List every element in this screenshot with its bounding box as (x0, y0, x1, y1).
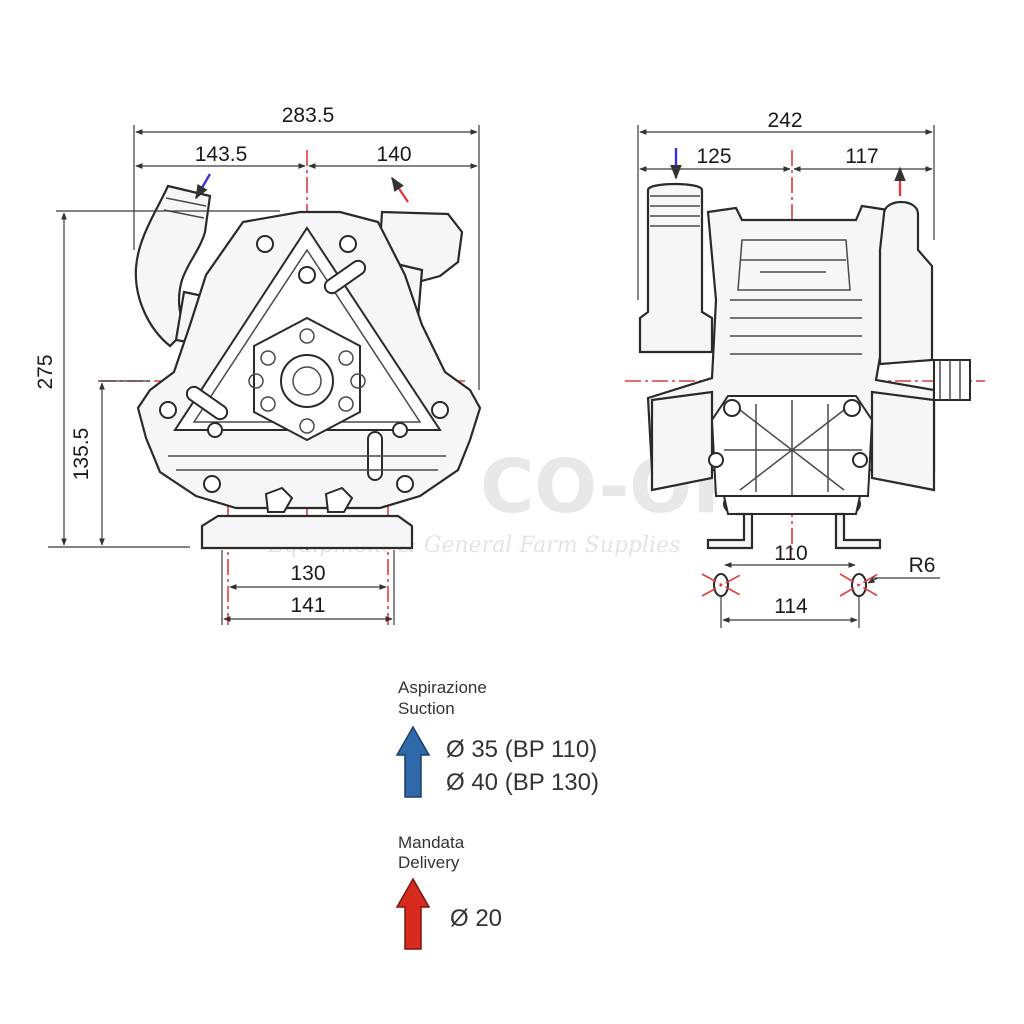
side-cover-bolt-tr (843, 399, 861, 417)
shaft-bore-inner (292, 366, 322, 396)
lower-band (168, 455, 446, 471)
dim-front-base-inner: 130 (290, 562, 325, 585)
side-delivery-column (878, 201, 934, 366)
side-left-head (650, 390, 714, 492)
legend-suction-label-it: Aspirazione (398, 678, 487, 697)
dim-front-right-width: 140 (376, 143, 411, 166)
front-suction-marker (194, 173, 212, 200)
front-delivery-marker (391, 176, 409, 203)
side-cover-lattice (724, 400, 862, 496)
side-lower-band (722, 495, 862, 515)
bolt-holes (248, 328, 366, 434)
dim-side-slot-radius: R6 (909, 554, 936, 577)
side-cover-bolt-tl (723, 399, 741, 417)
dim-front-overall-height: 275 (34, 354, 57, 389)
side-suction-ribs (650, 195, 700, 227)
side-foot-right (834, 512, 882, 550)
base-nut-left (264, 486, 294, 513)
dim-front-left-width: 143.5 (195, 143, 248, 166)
valve-bar-left (185, 385, 229, 421)
side-housing-fins (730, 299, 862, 355)
suction-arrow-icon (395, 725, 431, 798)
delivery-arrow-icon (395, 877, 431, 950)
shaft-bore (280, 354, 334, 408)
legend-suction-size-1: Ø 35 (BP 110) (446, 736, 597, 763)
corner-bolts (159, 235, 449, 493)
legend: Aspirazione Suction Ø 35 (BP 110) Ø 40 (… (395, 678, 599, 950)
side-suction-pipe (638, 182, 714, 354)
legend-suction-size-2: Ø 40 (BP 130) (446, 769, 599, 796)
dim-side-right-width: 117 (845, 145, 878, 168)
dim-side-overall-width: 242 (767, 109, 802, 132)
side-delivery-outlet (933, 359, 971, 401)
side-housing-details (740, 259, 846, 273)
side-view: 242 125 117 110 114 R6 (625, 109, 985, 628)
slot-left-cross-2 (701, 573, 743, 597)
side-housing-upper-panel (737, 239, 851, 291)
base-nut-right (324, 486, 354, 513)
legend-suction-label-en: Suction (398, 699, 455, 718)
suction-elbow (134, 184, 212, 348)
legend-delivery-label-it: Mandata (398, 833, 465, 852)
dim-side-hole-inner: 110 (774, 542, 807, 565)
valve-bar-top (323, 259, 367, 295)
dim-front-overall-width: 283.5 (282, 104, 335, 127)
dim-side-hole-outer: 114 (774, 595, 808, 618)
front-dimensions (48, 125, 480, 625)
base-plate (200, 514, 414, 550)
legend-delivery-label-en: Delivery (398, 853, 460, 872)
side-cover-bolt-ml (708, 452, 724, 468)
side-foot-left (706, 512, 754, 550)
dim-front-axis-height: 135.5 (70, 428, 93, 481)
dim-side-left-width: 125 (696, 145, 731, 168)
dim-bg-overall (270, 100, 346, 126)
dim-front-base-outer: 141 (290, 594, 325, 617)
side-cover-bolt-mr (852, 452, 868, 468)
front-view: 283.5 143.5 140 275 135.5 130 141 (34, 100, 482, 625)
side-outlet-ribs (939, 360, 961, 400)
legend-delivery-size-1: Ø 20 (450, 905, 502, 932)
side-dimensions (637, 125, 940, 628)
side-right-head (870, 390, 936, 492)
